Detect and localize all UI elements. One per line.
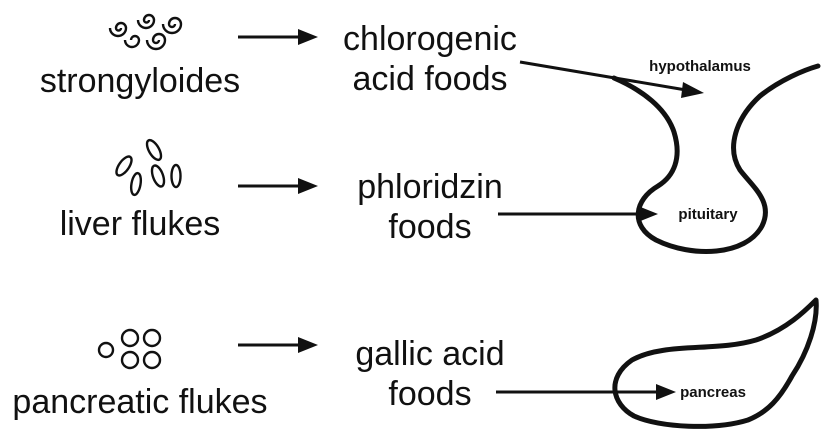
- organ-label-pancreas: pancreas: [680, 384, 746, 401]
- food-label-phloridzin-line2: foods: [388, 208, 471, 246]
- parasite-label-pancreatic-flukes: pancreatic flukes: [12, 383, 267, 421]
- arrow-head-2: [298, 178, 318, 194]
- arrow-head-3: [298, 337, 318, 353]
- organ-label-hypothalamus: hypothalamus: [649, 58, 751, 75]
- food-label-gallic-line2: foods: [388, 375, 471, 413]
- arrow-food-to-hypothalamus: [519, 60, 687, 92]
- food-label-chlorogenic-line2: acid foods: [353, 60, 508, 98]
- liver-flukes-icon: [115, 138, 182, 197]
- parasite-label-liver-flukes: liver flukes: [60, 205, 221, 243]
- food-label-phloridzin-line1: phloridzin: [357, 168, 503, 206]
- arrow-head-pituitary: [638, 206, 658, 222]
- pancreas-shape: [612, 297, 819, 429]
- strongyloides-icon: [108, 13, 183, 51]
- food-label-gallic-line1: gallic acid: [355, 335, 504, 373]
- hypothalamus-pituitary-shape: [611, 63, 821, 255]
- arrow-head-pancreas: [656, 384, 676, 400]
- arrow-head-1: [298, 29, 318, 45]
- food-label-chlorogenic-line1: chlorogenic: [343, 20, 517, 58]
- arrow-head-hypothalamus: [681, 82, 704, 98]
- organ-label-pituitary: pituitary: [678, 206, 738, 223]
- parasite-label-strongyloides: strongyloides: [40, 62, 240, 100]
- pancreatic-flukes-icon: [97, 328, 162, 370]
